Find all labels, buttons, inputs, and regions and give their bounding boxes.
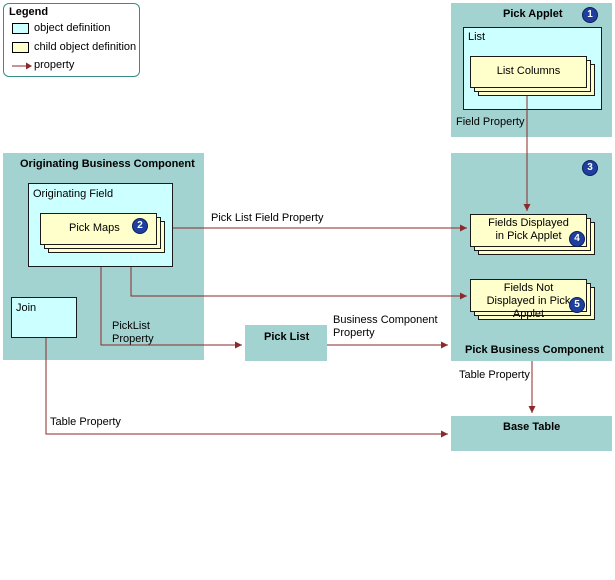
originating-business-component: Originating Business Component Originati… xyxy=(3,153,204,360)
fields-displayed: Fields Displayed in Pick Applet xyxy=(470,214,587,247)
table-property-bottom-arrow xyxy=(45,338,448,438)
pick-list: Pick List xyxy=(245,325,327,361)
field-property-label: Field Property xyxy=(456,116,525,128)
legend-swatch-object xyxy=(12,23,29,34)
bc-property-label-line2: Property xyxy=(333,327,375,339)
join-label: Join xyxy=(16,302,37,314)
legend-arrow-icon xyxy=(12,62,32,70)
fields-displayed-label: Fields Displayed in Pick Applet xyxy=(488,217,569,242)
pick-list-field-property-label: Pick List Field Property xyxy=(211,212,324,224)
legend-title: Legend xyxy=(9,6,49,18)
pick-bc-title: Pick Business Component xyxy=(465,344,604,356)
table-property-top-label: Table Property xyxy=(459,369,530,381)
originating-bc-title: Originating Business Component xyxy=(20,158,195,170)
originating-field-label: Originating Field xyxy=(33,188,114,200)
bc-property-label-line1: Business Component xyxy=(333,314,438,326)
base-table: Base Table xyxy=(451,416,612,451)
pick-business-component: Pick Business Component xyxy=(451,153,612,361)
badge-4-icon: 4 xyxy=(569,231,585,247)
list-label: List xyxy=(468,31,486,43)
badge-5-icon: 5 xyxy=(569,297,585,313)
originating-field-to-fields-not-displayed-arrow xyxy=(130,267,467,300)
badge-2-icon: 2 xyxy=(132,218,148,234)
picklist-property-label-line1: PickList xyxy=(112,320,150,332)
list-columns-label: List Columns xyxy=(496,65,561,77)
pick-list-title: Pick List xyxy=(264,331,310,343)
legend-label-property: property xyxy=(34,59,75,71)
picklist-property-label-line2: Property xyxy=(112,333,154,345)
badge-1-icon: 1 xyxy=(582,7,598,23)
legend: Legend object definition child object de… xyxy=(3,3,140,77)
badge-3-icon: 3 xyxy=(582,160,598,176)
table-property-bottom-label: Table Property xyxy=(50,416,121,428)
fields-not-displayed-label: Fields Not Displayed in Pick Applet xyxy=(486,282,571,320)
pick-applet-title: Pick Applet xyxy=(503,8,563,20)
legend-swatch-child xyxy=(12,42,29,53)
legend-label-object: object definition xyxy=(34,22,111,34)
base-table-title: Base Table xyxy=(503,421,561,433)
fields-not-displayed: Fields Not Displayed in Pick Applet xyxy=(470,279,587,320)
list-columns: List Columns xyxy=(470,56,587,88)
join: Join xyxy=(11,297,77,338)
legend-label-child: child object definition xyxy=(34,41,137,53)
picklist-property-arrow xyxy=(100,267,242,349)
pick-maps-label: Pick Maps xyxy=(69,222,120,234)
